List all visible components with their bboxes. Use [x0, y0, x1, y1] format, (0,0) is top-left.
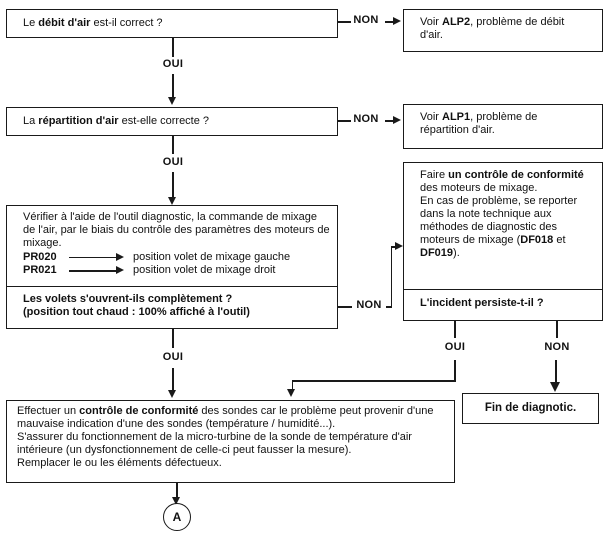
- node-text-bold: DF019: [420, 247, 454, 259]
- connector-line: [338, 306, 352, 308]
- node-volets-question: Les volets s'ouvrent-ils complètement ? …: [6, 286, 338, 329]
- label-oui-debit: OUI: [162, 58, 184, 70]
- label-oui-incident: OUI: [444, 341, 466, 353]
- connector-line: [385, 21, 394, 23]
- arrowhead-down-icon: [287, 389, 295, 397]
- node-text: Le: [23, 17, 39, 29]
- node-text: et: [553, 234, 566, 246]
- node-text: est-il correct ?: [90, 17, 163, 29]
- label-oui-volets: OUI: [162, 351, 184, 363]
- node-text: En cas de problème, se reporter dans la …: [420, 195, 578, 246]
- node-text: Effectuer un: [17, 405, 80, 417]
- node-text: est-elle correcte ?: [118, 115, 210, 127]
- connector-line: [172, 136, 174, 154]
- node-text-bold: ALP2: [442, 16, 471, 28]
- node-text: ).: [453, 247, 460, 259]
- node-text-bold: contrôle de conformité: [79, 405, 199, 417]
- pr-code: PR020: [23, 250, 57, 263]
- node-controle-moteurs: Faire un contrôle de conformité des mote…: [403, 162, 603, 289]
- connector-line: [338, 120, 351, 122]
- connector-line: [172, 38, 174, 57]
- node-text: La: [23, 115, 39, 127]
- pr-code: PR021: [23, 264, 57, 276]
- connector-line: [172, 329, 174, 348]
- node-text-bold: (position tout chaud : 100% affiché à l'…: [23, 306, 250, 318]
- pr020-row: PR020 position volet de mixage gauche: [23, 251, 331, 264]
- node-text-bold: Fin de diagnotic.: [484, 402, 577, 414]
- node-text: , problème de débit: [470, 16, 565, 28]
- node-text-bold: L'incident persiste-t-il ?: [420, 297, 544, 309]
- node-text-bold: Les volets s'ouvrent-ils complètement ?: [23, 293, 233, 305]
- label-non-incident: NON: [544, 341, 570, 353]
- arrowhead-down-icon: [172, 497, 180, 505]
- node-text: répartition d'air.: [420, 124, 495, 136]
- arrowhead-down-icon: [550, 382, 560, 392]
- node-text-bold: ALP1: [442, 111, 471, 123]
- connector-line: [390, 246, 392, 307]
- node-text: Voir: [420, 111, 443, 123]
- node-text: des moteurs de mixage.: [420, 182, 538, 194]
- node-controle-sondes: Effectuer un contrôle de conformité des …: [6, 400, 455, 483]
- node-text-bold: un contrôle de conformité: [448, 169, 584, 181]
- node-verifier-mixage: Vérifier à l'aide de l'outil diagnostic,…: [6, 205, 338, 286]
- connector-line: [172, 172, 174, 197]
- node-fin-diagnostic: Fin de diagnotic.: [462, 393, 599, 424]
- connector-line: [291, 380, 293, 389]
- node-debit-question: Le débit d'air est-il correct ?: [6, 9, 338, 38]
- connector-line: [291, 380, 456, 382]
- node-text: des sondes car le problème peut provenir…: [17, 405, 434, 430]
- node-text-bold: répartition d'air: [38, 115, 119, 127]
- connector-line: [390, 246, 396, 248]
- connector-line: [385, 120, 394, 122]
- connector-line: [454, 321, 456, 338]
- arrowhead-down-icon: [168, 197, 176, 205]
- connector-line: [554, 360, 557, 382]
- arrow-right-icon: [69, 264, 125, 277]
- node-text: d'air.: [420, 29, 443, 41]
- pr-label: position volet de mixage droit: [133, 264, 276, 276]
- node-alp1: Voir ALP1, problème de répartition d'air…: [403, 104, 603, 149]
- node-text-bold: DF018: [520, 234, 554, 246]
- connector-a-badge: A: [163, 503, 191, 531]
- connector-line: [176, 483, 178, 497]
- label-oui-repartition: OUI: [162, 156, 184, 168]
- arrowhead-down-icon: [168, 97, 176, 105]
- node-repartition-question: La répartition d'air est-elle correcte ?: [6, 107, 338, 136]
- connector-line: [172, 368, 174, 390]
- node-text: Voir: [420, 16, 443, 28]
- connector-line: [386, 306, 392, 308]
- connector-line: [556, 321, 558, 338]
- arrowhead-right-icon: [395, 242, 403, 250]
- node-text: , problème de: [470, 111, 538, 123]
- node-text: Remplacer le ou les éléments défectueux.: [17, 457, 222, 469]
- node-text-bold: débit d'air: [38, 17, 91, 29]
- label-non-debit: NON: [353, 14, 379, 26]
- arrowhead-down-icon: [168, 390, 176, 398]
- node-alp2: Voir ALP2, problème de débit d'air.: [403, 9, 603, 52]
- arrowhead-right-icon: [393, 17, 401, 25]
- node-text: Vérifier à l'aide de l'outil diagnostic,…: [23, 211, 330, 249]
- label-non-volets: NON: [356, 299, 382, 311]
- arrow-right-icon: [69, 251, 125, 264]
- pr-label: position volet de mixage gauche: [133, 250, 291, 263]
- label-non-repartition: NON: [353, 113, 379, 125]
- node-incident-question: L'incident persiste-t-il ?: [403, 289, 603, 321]
- arrowhead-right-icon: [393, 116, 401, 124]
- connector-line: [338, 21, 351, 23]
- connector-line: [454, 360, 456, 381]
- connector-a-letter: A: [172, 510, 182, 524]
- connector-line: [172, 74, 174, 97]
- node-text: Faire: [420, 169, 449, 181]
- pr021-row: PR021 position volet de mixage droit: [23, 264, 331, 277]
- node-text: S'assurer du fonctionnement de la micro-…: [17, 431, 412, 456]
